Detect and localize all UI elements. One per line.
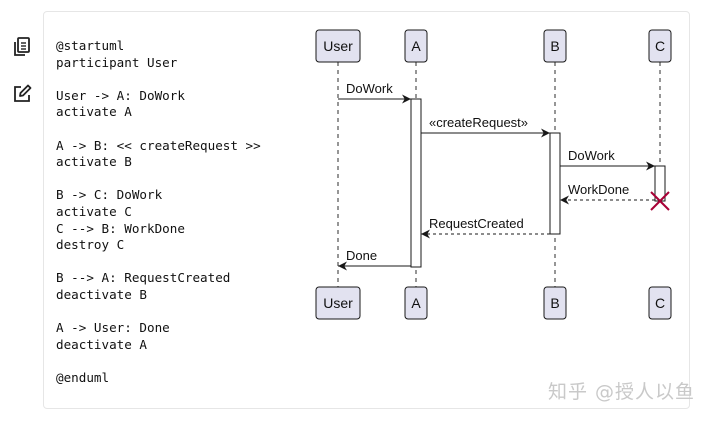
code-line: User -> A: DoWork: [56, 87, 185, 103]
participant-box: [648, 29, 672, 63]
message-label: DoWork: [568, 148, 615, 163]
participant-foot-label: A: [411, 295, 421, 311]
code-line: B -> C: DoWork: [56, 187, 163, 203]
participant-box: [404, 29, 428, 63]
participant-box: [543, 286, 567, 320]
code-line: B --> A: RequestCreated: [56, 270, 231, 286]
code-line: deactivate A: [56, 336, 147, 352]
message-label: «createRequest»: [429, 115, 528, 130]
participant-head-label: User: [323, 38, 353, 54]
message-label: RequestCreated: [429, 216, 524, 231]
copy-icon[interactable]: [10, 35, 34, 59]
participant-head-label: B: [550, 38, 559, 54]
participant-box: [315, 286, 361, 320]
participant-foot-label: C: [655, 295, 665, 311]
code-line: A -> User: Done: [56, 320, 170, 336]
code-line: @enduml: [56, 369, 110, 385]
code-line: deactivate B: [56, 286, 147, 302]
participant-box: [543, 29, 567, 63]
participant-head-label: A: [411, 38, 421, 54]
edit-icon[interactable]: [10, 82, 34, 106]
code-line: C --> B: WorkDone: [56, 220, 185, 236]
activation-bar: [549, 132, 561, 235]
participant-box: [315, 29, 361, 63]
code-line: @startuml: [56, 38, 125, 53]
message-label: Done: [346, 248, 377, 263]
code-line: A -> B: << createRequest >>: [56, 137, 261, 153]
message-label: WorkDone: [568, 182, 629, 197]
activation-bar: [410, 98, 422, 268]
participant-foot-label: B: [550, 295, 559, 311]
participant-head-label: C: [655, 38, 665, 54]
destroy-mark: [650, 191, 670, 211]
code-line: participant User: [56, 54, 178, 70]
message-label: DoWork: [346, 81, 393, 96]
participant-box: [648, 286, 672, 320]
code-line: destroy C: [56, 237, 125, 253]
code-line: activate A: [56, 104, 132, 120]
activation-bar: [654, 165, 666, 202]
watermark: 知乎 @授人以鱼: [548, 381, 696, 403]
code-line: activate C: [56, 203, 132, 219]
participant-foot-label: User: [323, 295, 353, 311]
code-line: activate B: [56, 154, 132, 170]
participant-box: [404, 286, 428, 320]
